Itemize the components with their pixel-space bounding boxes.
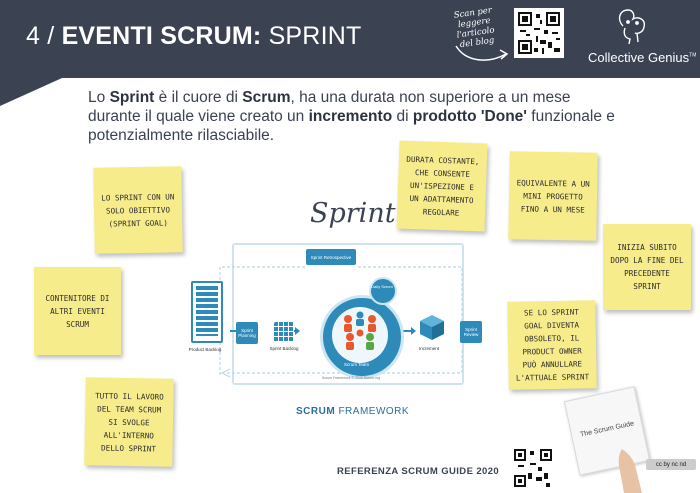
intro-text: Lo [88,89,110,106]
sticky-note: Lo sprint con un solo obiettivo (sprint … [93,166,183,254]
title-bold: EVENTI SCRUM: [61,22,262,50]
license-badge: cc by nc nd [646,459,696,470]
sticky-note: Inizia subito dopo la fine del precedent… [603,224,691,310]
increment-cubes-icon [420,315,444,340]
sprint-retrospective-box: Sprint Retrospective [306,249,356,265]
title-rest: SPRINT [268,22,362,50]
framework-label-bold: SCRUM [296,406,336,417]
product-backlog-label: Product Backlog [188,347,222,352]
scrum-team-label: Scrum Team [344,362,370,367]
sprint-backlog-icon [274,322,294,342]
intro-bold: Scrum [242,89,291,106]
brand-trademark: TM [689,52,697,59]
header-bar [0,0,700,78]
title-number: 4 / [26,22,55,50]
sprint-review-box: Sprint Review [460,321,482,343]
sprint-frame [232,243,464,385]
sticky-note: Equivalente a un mini progetto fino a un… [508,151,598,241]
page-title: 4 / EVENTI SCRUM: SPRINT [26,22,361,51]
sprint-backlog-label: Sprint Backlog [269,346,299,351]
scrum-guide-title: The Scrum Guide [579,420,635,439]
product-backlog-icon [191,281,223,343]
intro-bold: incremento [308,108,393,125]
intro-paragraph: Lo Sprint è il cuore di Scrum, ha una du… [88,88,618,145]
daily-scrum-label: Daily Scrum [371,284,393,289]
framework-label: SCRUM FRAMEWORK [296,406,409,417]
increment-label: Increment [419,346,440,351]
intro-text: è il cuore di [154,89,243,106]
sticky-note: Contenitore di altri eventi scrum [34,267,121,355]
framework-label-rest: FRAMEWORK [335,406,410,417]
blog-qr-code[interactable] [514,8,564,58]
hand-icon [618,449,642,493]
sprint-handwritten-title: Sprint [310,198,396,229]
header-notch [0,78,62,106]
intro-text: funzionale e potenzialmente rilasciabile… [88,108,615,144]
brand-text: Collective Genius [588,50,690,65]
sticky-note: Durata costante, che consente un'ispezio… [396,140,488,232]
team-people-icon [344,311,376,350]
sticky-note: Tutto il lavoro del team scrum si svolge… [84,377,174,467]
scrum-guide-reference: REFERENZA SCRUM GUIDE 2020 [337,466,500,477]
collective-genius-logo-icon [618,9,646,45]
intro-bold: Sprint [109,89,155,106]
intro-bold: prodotto 'Done' [412,108,527,125]
brand-name: Collective GeniusTM [588,50,696,65]
arrow-icon [455,45,509,61]
framework-credit: Scrum Framework © 2020 Scrum.org [322,376,381,380]
scrum-guide-qr-code[interactable] [514,449,552,487]
daily-scrum-circle [369,277,397,305]
sticky-note: Se lo sprint goal diventa obsoleto, il p… [507,300,597,390]
sprint-planning-box: Sprint Planning [236,322,258,344]
intro-text: di [392,108,413,125]
intro-text: , ha una durata non superiore a un mese … [88,89,571,125]
